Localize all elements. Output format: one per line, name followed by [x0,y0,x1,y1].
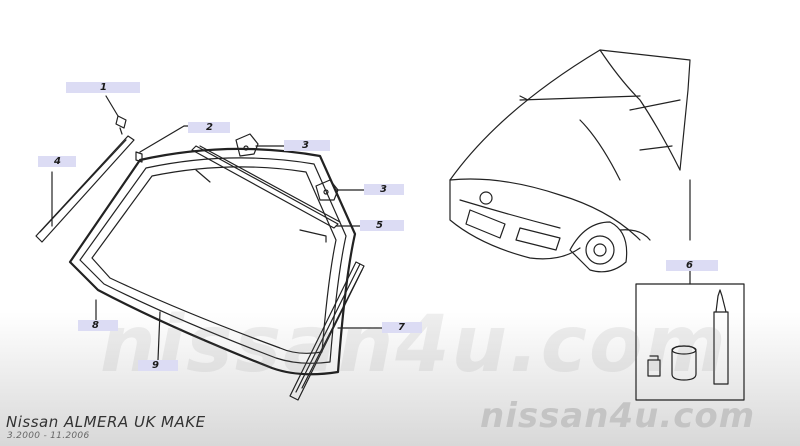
callout-box-1 [66,82,140,93]
bracket-3a [235,133,285,157]
callout-box-9 [138,360,178,371]
right-pillar-molding [289,261,385,401]
callout-box-2 [188,122,230,133]
watermark-corner: nissan4u.com [480,396,756,436]
callout-1: 1 [100,82,107,93]
callout-9: 9 [152,360,159,371]
left-pillar-molding [35,135,135,243]
callout-6: 6 [686,260,693,271]
callout-3a: 3 [302,140,309,151]
clip-1 [105,95,127,135]
callout-3b: 3 [380,184,387,195]
adhesive-kit-box [635,273,745,401]
callout-box-3a [284,140,330,151]
production-dates: 3.2000 - 11.2006 [7,431,90,441]
callout-5: 5 [376,220,383,231]
callout-box-4 [38,156,76,167]
watermark-center: nissan4u.com [100,300,728,390]
callout-box-6 [666,260,718,271]
callout-4: 4 [54,156,61,167]
callout-7: 7 [398,322,405,333]
car-illustration [449,49,691,273]
callout-8: 8 [92,320,99,331]
callout-box-3b [364,184,404,195]
top-molding-strip [191,145,361,229]
callout-box-8 [78,320,118,331]
model-title: Nissan ALMERA UK MAKE [6,413,206,431]
callout-2: 2 [206,122,213,133]
callout-box-7 [382,322,422,333]
bracket-3b [315,179,365,201]
callout-box-5 [360,220,404,231]
